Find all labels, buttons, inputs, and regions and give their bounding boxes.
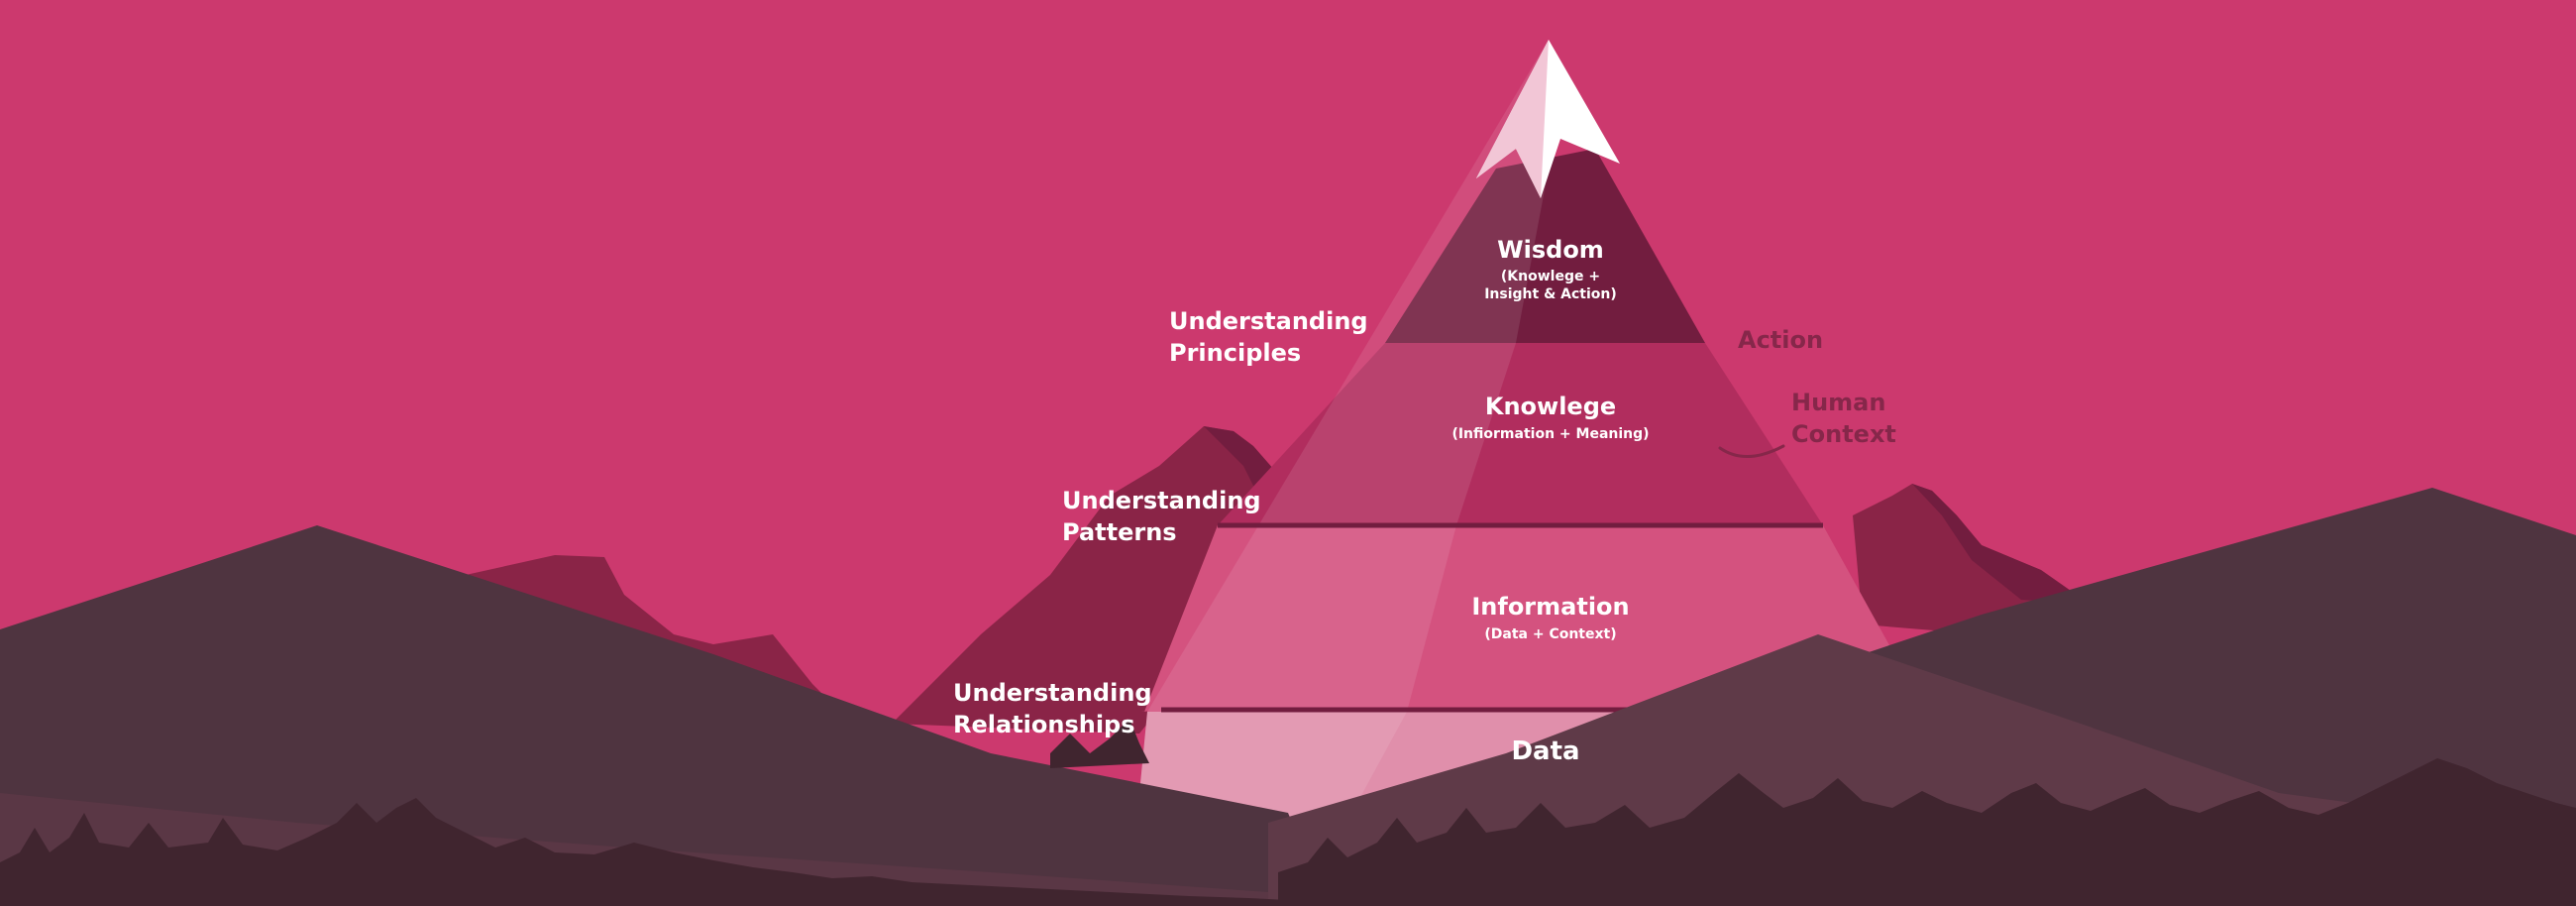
trees-right — [1278, 758, 2576, 906]
pyramid-level-knowledge — [1218, 343, 1823, 525]
action-label: Action — [1738, 326, 1823, 354]
human-context-bracket — [1718, 444, 1785, 458]
pyramid-level-wisdom — [1385, 149, 1705, 343]
pyramid — [1131, 40, 1894, 875]
data-title: Data — [1511, 736, 1579, 766]
information-title: Information — [1471, 593, 1629, 621]
center-back-mountain — [892, 426, 1308, 734]
pyramid-level-information-fill — [1147, 525, 1894, 712]
trees-center-small — [1050, 719, 1149, 768]
left-hill — [0, 525, 1328, 906]
pyramid-labels: Wisdom (Knowlege + Insight & Action) Kno… — [1451, 236, 1649, 766]
wisdom-subtitle-line-2: Insight & Action) — [1484, 286, 1617, 302]
principles-label-line-1: Understanding — [1169, 307, 1368, 335]
knowledge-subtitle: (Infiormation + Meaning) — [1451, 426, 1649, 442]
knowledge-title: Knowlege — [1485, 393, 1616, 420]
right-side-labels: Action Human Context — [1718, 326, 1896, 458]
tree-line — [0, 719, 2576, 906]
wisdom-subtitle-line-1: (Knowlege + — [1501, 269, 1600, 284]
wisdom-title: Wisdom — [1497, 236, 1604, 264]
principles-label-line-2: Principles — [1169, 339, 1301, 367]
patterns-label-line-2: Patterns — [1062, 518, 1177, 546]
human-context-label-line-1: Human — [1791, 389, 1885, 416]
relationships-label-line-2: Relationships — [953, 711, 1135, 738]
patterns-label-line-1: Understanding — [1062, 487, 1261, 514]
snow-cap — [1476, 40, 1620, 198]
left-side-labels: Understanding Principles Understanding P… — [953, 307, 1368, 738]
relationships-label-line-1: Understanding — [953, 679, 1152, 707]
human-context-label-line-2: Context — [1791, 420, 1896, 448]
snow-cap-shade — [1476, 40, 1549, 198]
information-subtitle: (Data + Context) — [1484, 626, 1616, 642]
pyramid-left-face-shade — [1131, 40, 1549, 875]
right-back-mountain-shade — [1912, 484, 2091, 605]
trees-left — [0, 798, 1288, 906]
